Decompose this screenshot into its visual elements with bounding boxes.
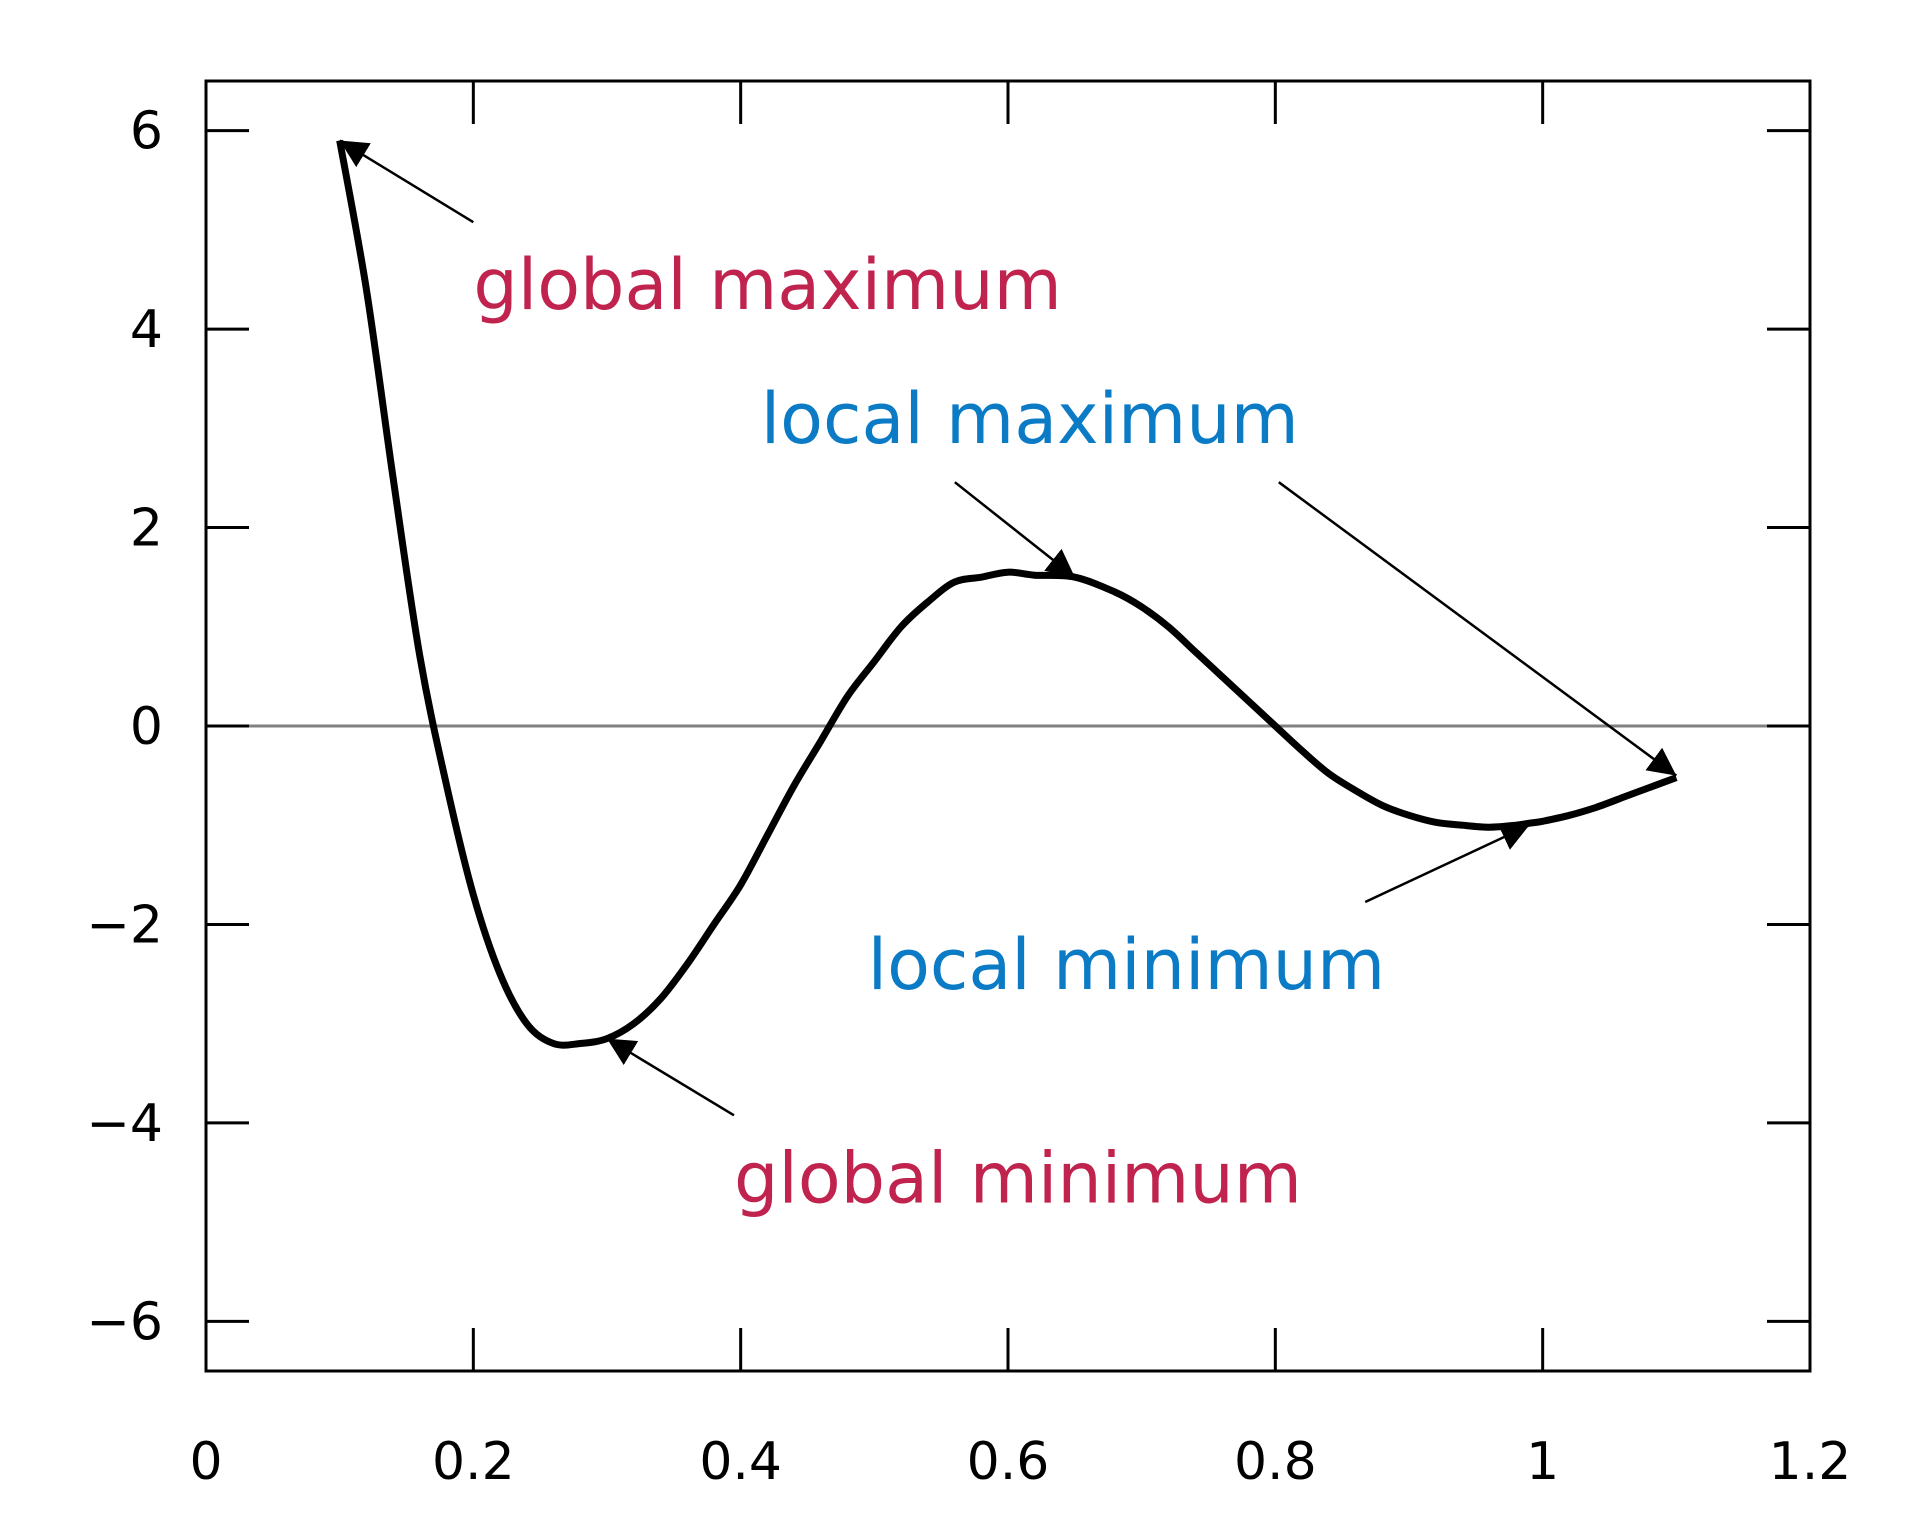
tick-labels-layer: 0 0.2 0.4 0.6 0.8 1 1.2 6 4 2 0 −2 −4 −6 — [86, 102, 1851, 1492]
x-tick-label: 0.4 — [699, 1432, 782, 1492]
y-tick-label: −4 — [86, 1094, 163, 1154]
annotation-label: local minimum — [868, 924, 1386, 1006]
annotation-arrow — [1278, 481, 1678, 777]
x-tick-label: 1 — [1526, 1432, 1559, 1492]
series-layer — [336, 139, 1678, 1049]
annotation-arrow — [954, 481, 1076, 579]
annotation-label: global minimum — [734, 1137, 1302, 1219]
annotation-arrow — [606, 1037, 735, 1117]
y-tick-label: −6 — [86, 1292, 163, 1352]
annotations-layer: global maximum local maximum local minimum… — [339, 139, 1678, 1219]
y-tick-label: −2 — [86, 895, 163, 955]
y-tick-label: 6 — [130, 102, 163, 162]
annotation-label: global maximum — [473, 244, 1061, 326]
annotation-arrow — [1364, 824, 1530, 904]
x-tick-label: 0.8 — [1234, 1432, 1317, 1492]
y-tick-label: 2 — [130, 499, 163, 559]
x-tick-label: 0.6 — [967, 1432, 1050, 1492]
annotation-arrow — [339, 139, 474, 224]
x-tick-label: 0 — [189, 1432, 222, 1492]
y-tick-label: 4 — [130, 300, 163, 360]
y-tick-label: 0 — [130, 697, 163, 757]
series-line — [336, 139, 1678, 1049]
x-tick-label: 0.2 — [432, 1432, 515, 1492]
annotation-label: local maximum — [761, 378, 1299, 460]
x-tick-label: 1.2 — [1769, 1432, 1852, 1492]
ticks-layer — [206, 81, 1810, 1371]
